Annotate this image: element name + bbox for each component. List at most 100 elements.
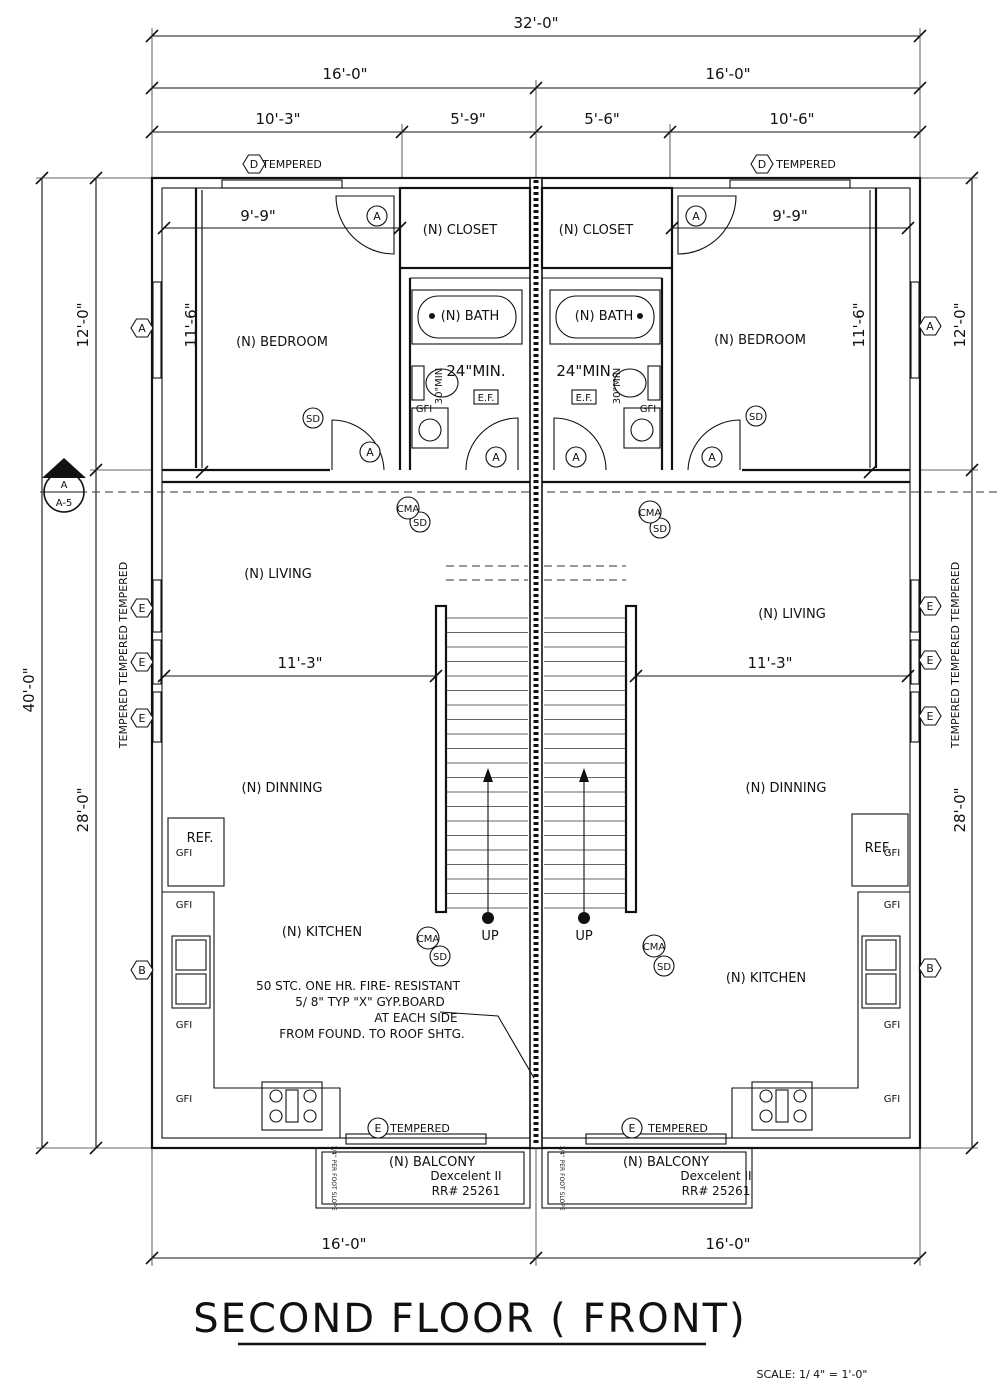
gfi-bath-right: GFI <box>640 404 656 415</box>
living-zone-right-dimension: 28'-0" <box>951 787 969 832</box>
bedroom-label-right: (N) BEDROOM <box>714 333 806 348</box>
fire-wall-note-line-1: 50 STC. ONE HR. FIRE- RESISTANT <box>256 979 461 993</box>
side-dimensions: 40'-0" 12'-0" 28'-0" 12'-0" 28'-0" <box>20 171 979 1155</box>
section-letter: A <box>61 480 68 491</box>
closet-label-left: (N) CLOSET <box>423 223 498 238</box>
scale-note: SCALE: 1/ 4" = 1'-0" <box>757 1368 868 1381</box>
fire-wall-note-line-3: AT EACH SIDE <box>374 1011 457 1025</box>
smoke-detector-tag: SD <box>433 952 447 963</box>
window-tag: D <box>758 158 766 171</box>
gfi-right-3: GFI <box>884 1020 900 1031</box>
co-alarm-tag: CMA <box>643 942 666 953</box>
smoke-detector-tag-circle <box>653 955 675 977</box>
door-tag: A <box>366 446 374 459</box>
bedroom-label-left: (N) BEDROOM <box>236 335 328 350</box>
tempered-note-right: TEMPERED TEMPERED TEMPERED <box>949 562 962 749</box>
bath-clear-right: 24"MIN. <box>556 362 615 380</box>
bath-label-left: (N) BATH <box>441 309 500 324</box>
door-tag: A <box>373 210 381 223</box>
smoke-detector-tag: SD <box>749 412 763 423</box>
smoke-detector-tag-circle <box>649 517 671 539</box>
living-zone-left-dimension: 28'-0" <box>74 787 92 832</box>
overall-depth-dimension: 40'-0" <box>20 667 38 712</box>
co-alarm-tag-circle <box>638 500 662 524</box>
smoke-detector-tag: SD <box>413 518 427 529</box>
fire-wall-note-line-4: FROM FOUND. TO ROOF SHTG. <box>279 1027 464 1041</box>
window-tag: D <box>250 158 258 171</box>
living-label-right: (N) LIVING <box>758 607 826 622</box>
bedroom-zone-left-dimension: 12'-0" <box>74 302 92 347</box>
door-tag: A <box>692 210 700 223</box>
window-tag-hexagon <box>130 960 154 980</box>
tempered-bottom-right: TEMPERED <box>647 1122 708 1135</box>
window-tag: E <box>375 1122 382 1135</box>
stair-up-right: UP <box>575 929 593 944</box>
bath-label-right: (N) BATH <box>575 309 634 324</box>
co-alarm-tag-circle <box>396 496 420 520</box>
balcony-rr-left: RR# 25261 <box>432 1184 501 1198</box>
tempered-bottom-left: TEMPERED <box>389 1122 450 1135</box>
balconies: (N) BALCONY Dexcelent II RR# 25261 (N) B… <box>315 1133 753 1211</box>
window-tag-hexagon <box>130 652 154 672</box>
dining-label-right: (N) DINNING <box>746 781 827 796</box>
door-tag-circle <box>701 446 723 468</box>
co-alarm-tag-circle <box>416 926 440 950</box>
door-tag-circle <box>565 446 587 468</box>
gfi-left-1: GFI <box>176 848 192 859</box>
smoke-detector-tag: SD <box>653 524 667 535</box>
bedroom-depth-left: 11'-6" <box>182 302 200 347</box>
bath-side-left: 30"MIN <box>434 368 445 404</box>
window-tag-circle <box>367 1117 389 1139</box>
section-marker: A A-5 <box>42 458 86 513</box>
balcony-product-left: Dexcelent II <box>430 1169 501 1183</box>
gfi-right-2: GFI <box>884 900 900 911</box>
exhaust-fan-label-left: E.F. <box>478 393 495 404</box>
window-tag-hexagon <box>130 708 154 728</box>
right-bedroom-zone: E.F. 9'-9" 11'-6" 24"MIN. 30"MIN GFI (N)… <box>540 179 920 479</box>
co-alarm-tag: CMA <box>417 934 440 945</box>
window-tag-hexagon <box>918 596 942 616</box>
dining-label-left: (N) DINNING <box>242 781 323 796</box>
window-tag-hexagon <box>130 318 154 338</box>
fire-wall-note: 50 STC. ONE HR. FIRE- RESISTANT 5/ 8" TY… <box>256 979 535 1079</box>
window-tag-hexagon <box>918 650 942 670</box>
co-alarm-tag: CMA <box>639 508 662 519</box>
window-tag-hexagon <box>130 598 154 618</box>
smoke-detector-tag-circle <box>302 407 324 429</box>
window-tag: A <box>926 320 934 333</box>
door-tag: A <box>572 451 580 464</box>
exhaust-fan-label-right: E.F. <box>576 393 593 404</box>
top-left-b-dimension: 5'-9" <box>450 110 486 128</box>
left-bedroom-zone: E.F. 9'-9" 11'-6" 24"MIN. 30"MIN GFI (N)… <box>152 179 532 479</box>
fridge-label-right: REF. <box>865 841 892 856</box>
bottom-left-dimension: 16'-0" <box>321 1235 366 1253</box>
tempered-top-left: TEMPERED <box>261 158 322 171</box>
window-tag: E <box>139 602 146 615</box>
window-tag: E <box>629 1122 636 1135</box>
window-tag: E <box>139 712 146 725</box>
fridge-label-left: REF. <box>187 831 214 846</box>
gfi-left-3: GFI <box>176 1020 192 1031</box>
smoke-detector-tag: SD <box>657 962 671 973</box>
gfi-right-1: GFI <box>884 848 900 859</box>
top-right-b-dimension: 10'-6" <box>769 110 814 128</box>
door-tag-circle <box>366 205 388 227</box>
top-right-a-dimension: 5'-6" <box>584 110 620 128</box>
smoke-detector-tag-circle <box>745 405 767 427</box>
balcony-rr-right: RR# 25261 <box>682 1184 751 1198</box>
balcony-product-right: Dexcelent II <box>680 1169 751 1183</box>
bath-side-right: 30"MIN <box>612 368 623 404</box>
slope-note-left: 1/4" PER FOOT SLOPE <box>330 1145 337 1211</box>
half-width-right-dimension: 16'-0" <box>705 65 750 83</box>
window-tag-hexagon <box>918 958 942 978</box>
top-left-a-dimension: 10'-3" <box>255 110 300 128</box>
window-tag: B <box>138 964 146 977</box>
door-tag: A <box>708 451 716 464</box>
window-tag: E <box>927 600 934 613</box>
door-tag: A <box>492 451 500 464</box>
window-tag-hexagon <box>918 316 942 336</box>
bedroom-zone-right-dimension: 12'-0" <box>951 302 969 347</box>
window-tag-hexagon <box>242 154 266 174</box>
closet-label-right: (N) CLOSET <box>559 223 634 238</box>
